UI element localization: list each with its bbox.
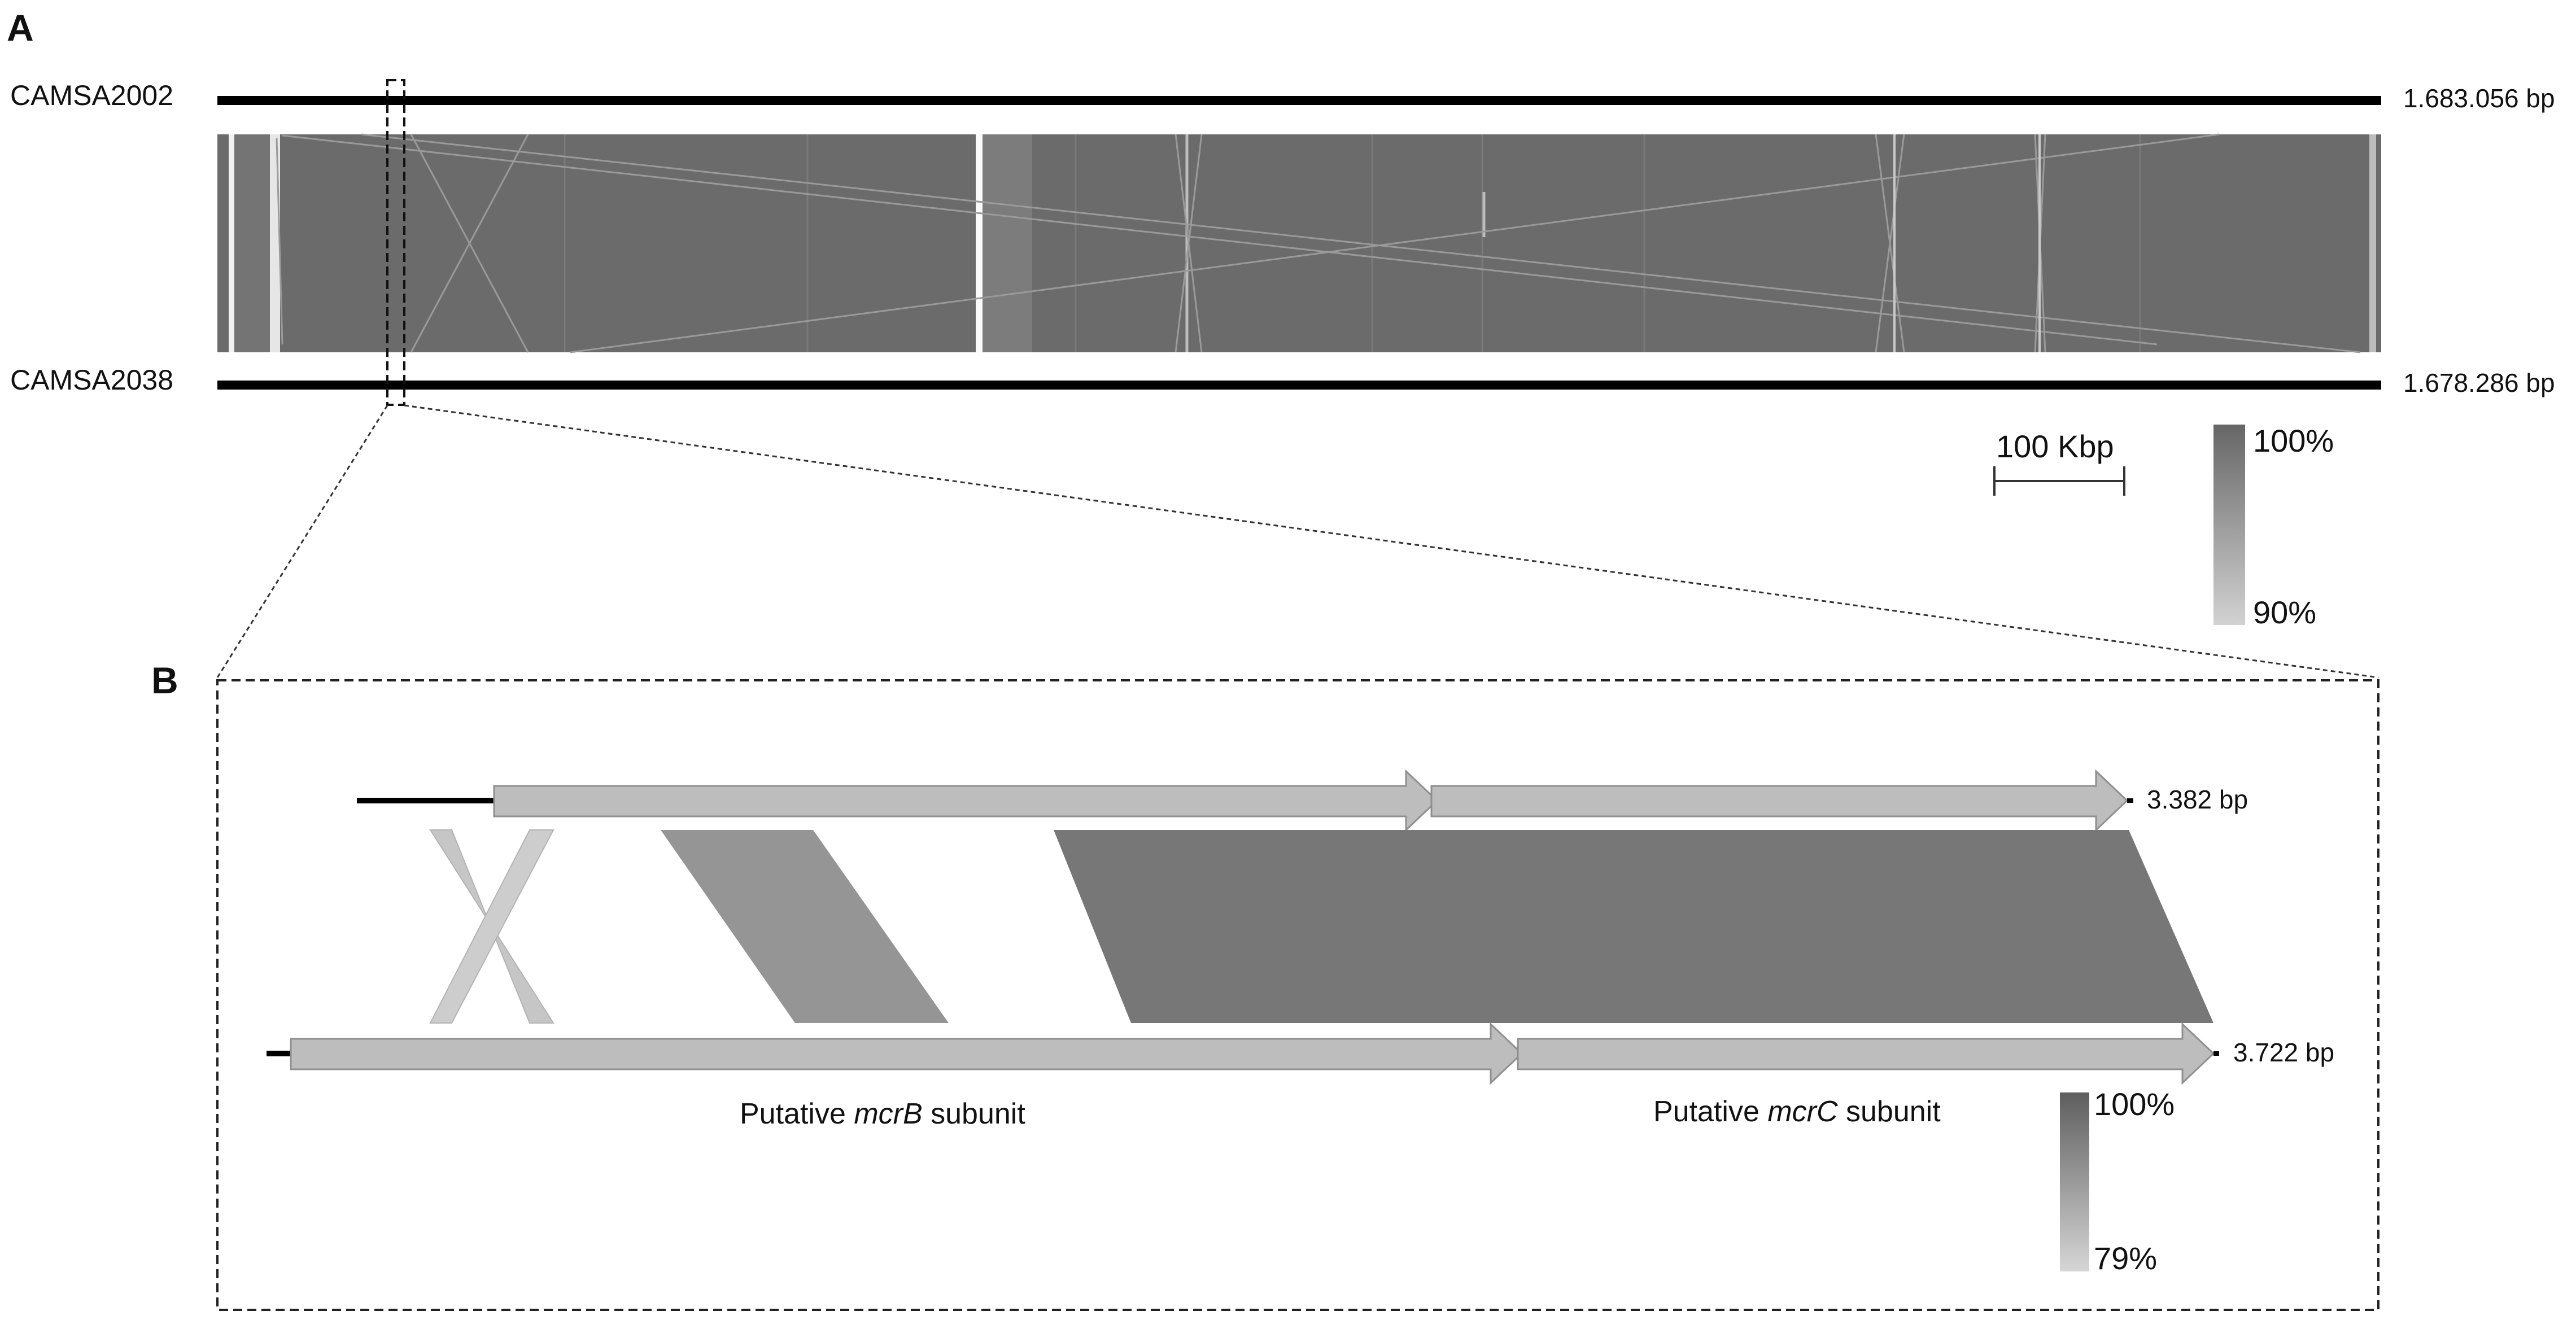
mcrb-arrow-top [493, 769, 1439, 832]
panel-b-frame [216, 679, 2379, 1311]
identity-legend-a: 100% 90% [2213, 423, 2334, 630]
scale-bar: 100 Kbp [1993, 429, 2125, 496]
homology-block-inverted [429, 829, 555, 1024]
synteny-block [217, 133, 2381, 353]
mcrb-arrow-bottom [290, 1022, 1523, 1085]
top-sequence-length: 3.382 bp [2147, 785, 2248, 814]
synteny-bright-lines [1185, 134, 1486, 352]
mcrb-gene-label: Putative mcrB subunit [740, 1098, 1025, 1130]
synteny-region-light [983, 134, 1032, 352]
synteny-region-left [232, 134, 276, 352]
synteny-gap [976, 134, 983, 352]
identity-gradient-b [2060, 1092, 2089, 1271]
top-genome-line [217, 96, 2381, 105]
homology-block-mid [661, 830, 949, 1023]
bottom-genome-name: CAMSA2038 [10, 364, 173, 396]
synteny-gap [270, 134, 280, 352]
synteny-vertical-lines [564, 134, 2141, 352]
panel-b: B 3.382 bp 3.722 bp Putative mcrB subuni… [151, 659, 2379, 1311]
synteny-inversions [276, 133, 2361, 353]
scale-bar-label: 100 Kbp [1996, 429, 2114, 464]
mcrc-arrow-top [1430, 769, 2129, 832]
panel-a-letter: A [7, 7, 34, 49]
identity-legend-b-min: 79% [2094, 1240, 2157, 1276]
top-genome-name: CAMSA2002 [10, 80, 173, 111]
panel-a: A CAMSA2002 1.683.056 bp [7, 7, 2555, 679]
identity-legend-b-max: 100% [2094, 1086, 2175, 1122]
identity-legend-a-min: 90% [2253, 595, 2316, 630]
synteny-gap [2369, 134, 2376, 352]
mcrc-arrow-bottom [1517, 1022, 2215, 1085]
synteny-inversion-highlights [1893, 134, 2041, 352]
zoom-selection-box [386, 79, 405, 406]
bottom-sequence-length: 3.722 bp [2233, 1038, 2334, 1067]
zoom-connector-right [404, 404, 2379, 679]
bottom-genome-length: 1.678.286 bp [2403, 368, 2555, 397]
identity-legend-a-max: 100% [2253, 423, 2334, 458]
bottom-genome-line [217, 381, 2381, 390]
zoom-connector-left [216, 405, 388, 678]
top-genome-length: 1.683.056 bp [2403, 84, 2555, 113]
homology-block-high [1054, 830, 2213, 1023]
panel-b-letter: B [151, 659, 178, 701]
identity-legend-b: 100% 79% [2060, 1086, 2175, 1276]
identity-gradient-a [2213, 425, 2245, 625]
mcrc-gene-label: Putative mcrC subunit [1653, 1095, 1941, 1128]
synteny-gap [229, 134, 234, 352]
